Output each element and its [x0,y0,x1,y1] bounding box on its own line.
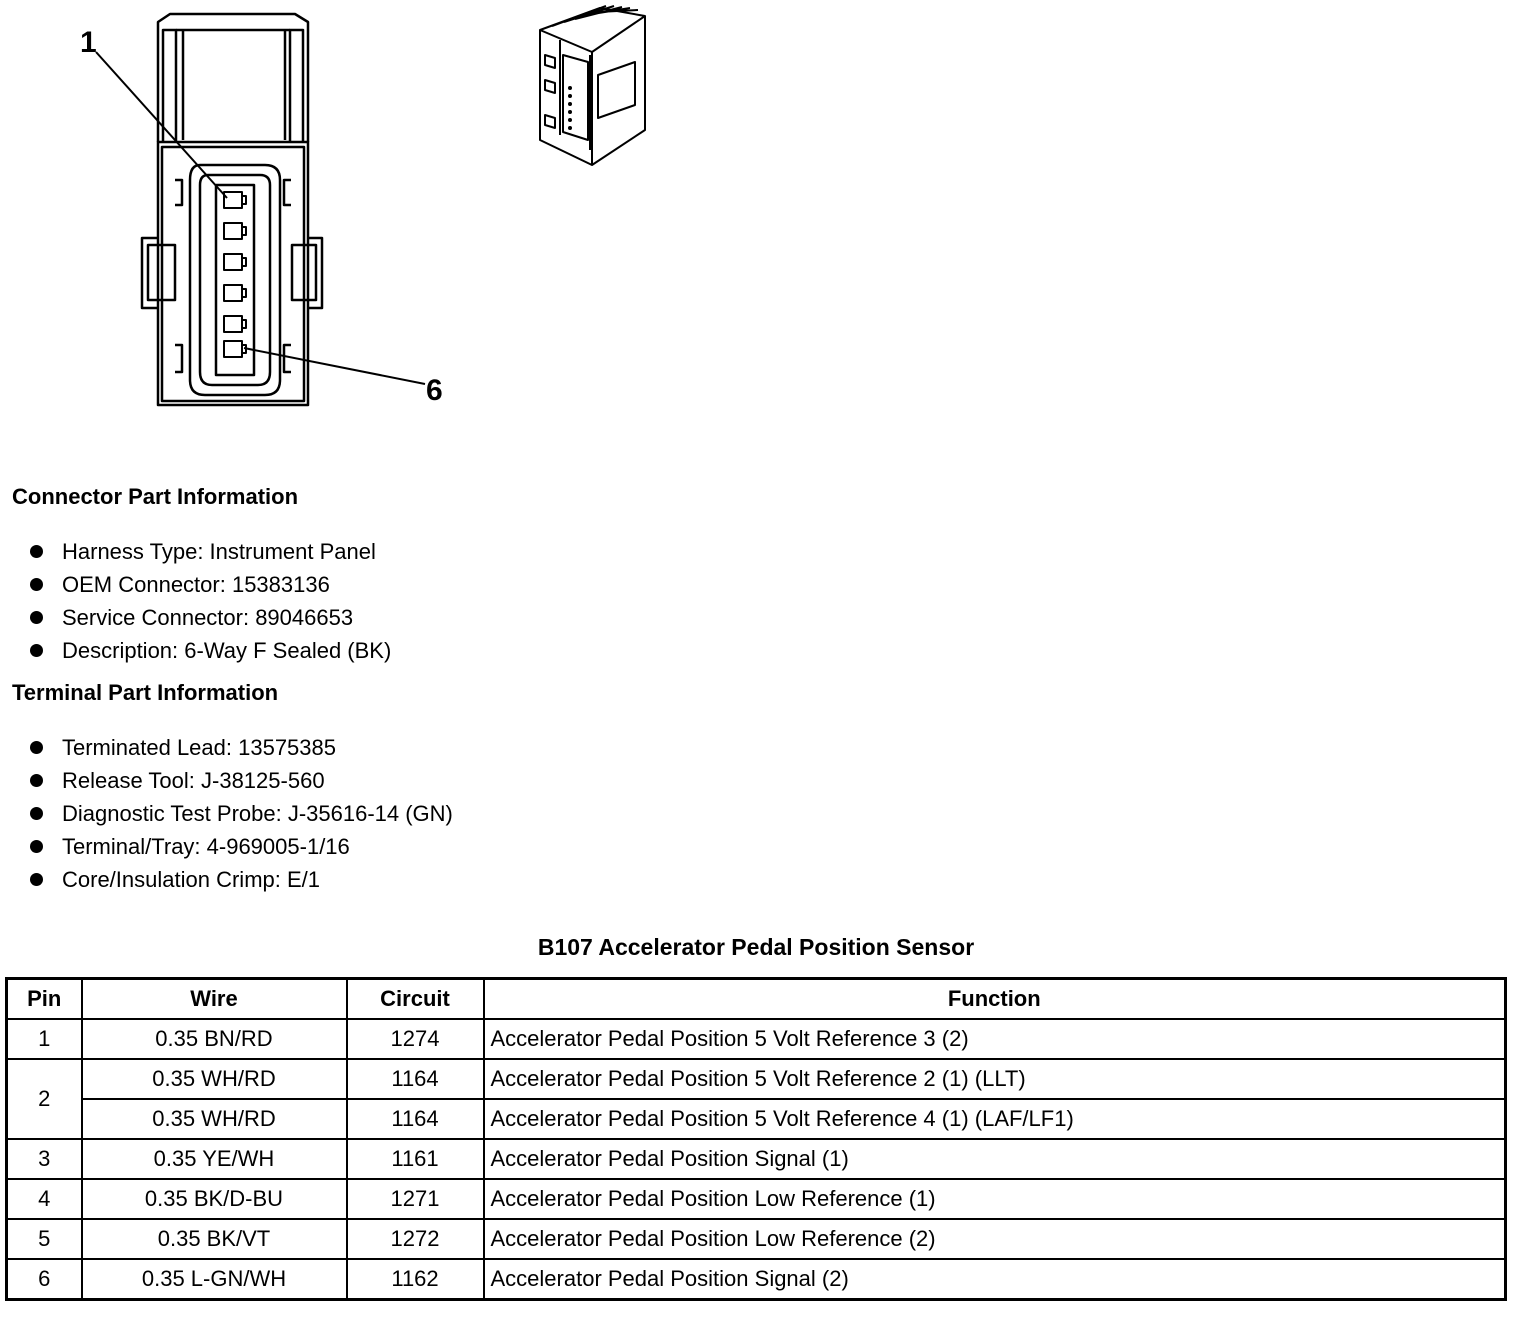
table-row: 3 0.35 YE/WH 1161 Accelerator Pedal Posi… [5,1138,1507,1180]
function-cell: Accelerator Pedal Position 5 Volt Refere… [482,1058,1507,1100]
pin-cell: 6 [5,1258,83,1301]
function-cell: Accelerator Pedal Position 5 Volt Refere… [482,1098,1507,1140]
bullet-icon [30,840,43,853]
list-item: Diagnostic Test Probe: J-35616-14 (GN) [30,803,453,836]
pin-cell: 3 [5,1138,83,1180]
bullet-icon [30,611,43,624]
function-cell: Accelerator Pedal Position 5 Volt Refere… [482,1018,1507,1060]
circuit-cell: 1164 [345,1058,485,1100]
column-header-function: Function [482,977,1507,1020]
function-cell: Accelerator Pedal Position Signal (1) [482,1138,1507,1180]
column-header-wire: Wire [80,977,348,1020]
connector-part-info-heading: Connector Part Information [12,484,299,509]
column-header-pin: Pin [5,977,83,1020]
wire-cell: 0.35 L-GN/WH [80,1258,348,1301]
bullet-icon [30,873,43,886]
terminal-part-info-list: Terminated Lead: 13575385 Release Tool: … [30,737,453,902]
bullet-icon [30,578,43,591]
connector-part-info-list: Harness Type: Instrument Panel OEM Conne… [30,541,391,673]
list-item: Service Connector: 89046653 [30,607,391,640]
table-row: 4 0.35 BK/D-BU 1271 Accelerator Pedal Po… [5,1178,1507,1220]
circuit-cell: 1162 [345,1258,485,1301]
bullet-icon [30,644,43,657]
list-item: Terminated Lead: 13575385 [30,737,453,770]
pin-table-title: B107 Accelerator Pedal Position Sensor [537,934,975,960]
terminal-part-info-heading: Terminal Part Information [12,680,279,705]
table-row: 0.35 WH/RD 1164 Accelerator Pedal Positi… [7,1098,1507,1140]
table-row: 6 0.35 L-GN/WH 1162 Accelerator Pedal Po… [5,1258,1507,1301]
bullet-icon [30,807,43,820]
pin-cell: 2 [5,1058,83,1140]
table-row: 1 0.35 BN/RD 1274 Accelerator Pedal Posi… [5,1018,1507,1060]
pin-cell: 4 [5,1178,83,1220]
connector-face-view [140,12,324,407]
list-item: OEM Connector: 15383136 [30,574,391,607]
pin-cell: 1 [5,1018,83,1060]
wire-cell: 0.35 YE/WH [80,1138,348,1180]
wire-cell: 0.35 WH/RD [80,1058,348,1100]
list-item: Release Tool: J-38125-560 [30,770,453,803]
callout-leaders [95,51,426,385]
wire-cell: 0.35 BK/VT [80,1218,348,1260]
list-item: Harness Type: Instrument Panel [30,541,391,574]
wire-cell: 0.35 BK/D-BU [80,1178,348,1220]
callout-pin-1: 1 [80,26,97,59]
connector-isometric-view [539,5,646,166]
terminal-cavities [223,191,247,358]
table-row: 2 0.35 WH/RD 1164 Accelerator Pedal Posi… [5,1058,1507,1140]
column-header-circuit: Circuit [345,977,485,1020]
list-item: Terminal/Tray: 4-969005-1/16 [30,836,453,869]
table-row: 5 0.35 BK/VT 1272 Accelerator Pedal Posi… [5,1218,1507,1260]
connector-diagram [95,5,646,407]
callout-pin-6: 6 [426,374,443,407]
wire-cell: 0.35 WH/RD [80,1098,348,1140]
circuit-cell: 1274 [345,1018,485,1060]
pin-table: Pin Wire Circuit Function 1 0.35 BN/RD 1… [5,977,1507,1301]
circuit-cell: 1272 [345,1218,485,1260]
circuit-cell: 1164 [345,1098,485,1140]
table-header-row: Pin Wire Circuit Function [5,977,1507,1020]
bullet-icon [30,545,43,558]
function-cell: Accelerator Pedal Position Signal (2) [482,1258,1507,1301]
circuit-cell: 1271 [345,1178,485,1220]
circuit-cell: 1161 [345,1138,485,1180]
bullet-icon [30,741,43,754]
function-cell: Accelerator Pedal Position Low Reference… [482,1218,1507,1260]
pin-cell: 5 [5,1218,83,1260]
list-item: Description: 6-Way F Sealed (BK) [30,640,391,673]
wire-cell: 0.35 BN/RD [80,1018,348,1060]
bullet-icon [30,774,43,787]
function-cell: Accelerator Pedal Position Low Reference… [482,1178,1507,1220]
list-item: Core/Insulation Crimp: E/1 [30,869,453,902]
